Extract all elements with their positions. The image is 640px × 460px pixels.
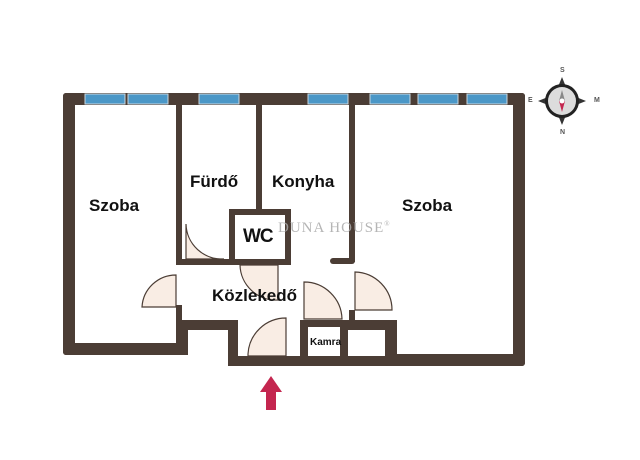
compass-west-label: E xyxy=(528,97,533,104)
watermark-registered: ® xyxy=(384,220,391,228)
room-label-kamra: Kamra xyxy=(310,337,342,348)
room-label-konyha: Konyha xyxy=(272,172,335,191)
watermark-text: Duna House xyxy=(278,220,385,236)
watermark-duna-house: Duna House® xyxy=(278,220,391,237)
entrance-arrow-icon xyxy=(260,376,282,410)
room-label-furdo: Fürdő xyxy=(190,172,239,191)
room-label-szoba-right: Szoba xyxy=(402,196,453,215)
compass-icon xyxy=(538,77,586,125)
room-label-szoba-left: Szoba xyxy=(89,196,140,215)
windows xyxy=(84,93,508,105)
compass-east-label: M xyxy=(594,97,600,104)
walls xyxy=(63,93,525,366)
compass-south-label: N xyxy=(560,129,566,136)
room-label-wc: WC xyxy=(243,226,274,247)
compass-north-label: S xyxy=(560,67,565,74)
room-label-kozlekedo: Közlekedő xyxy=(212,286,298,305)
doors xyxy=(141,223,393,357)
